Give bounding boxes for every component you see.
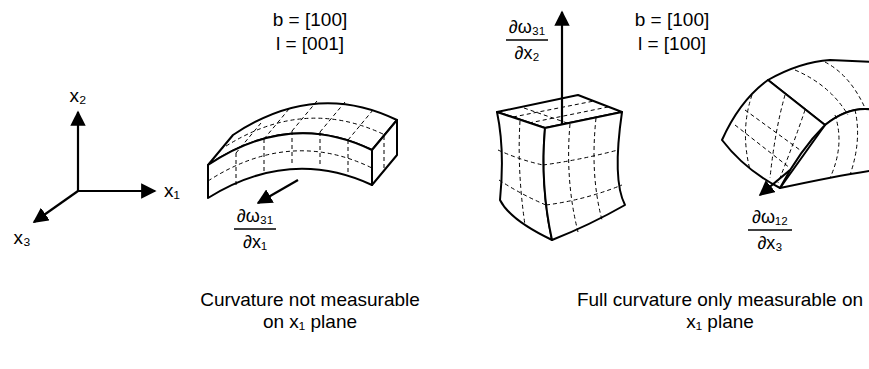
fraction-numerator: ∂ω₃₁ [509, 17, 545, 38]
fraction-denominator: ∂x₃ [757, 233, 782, 254]
fraction-denominator: ∂x₂ [515, 43, 540, 64]
axis-label: x₃ [13, 227, 30, 249]
fraction-numerator: ∂ω₁₂ [752, 207, 788, 228]
caption: Curvature not measurable on x₁ plane [188, 289, 433, 333]
axis-label: x₁ [164, 180, 180, 202]
curvature-arrow [258, 180, 298, 203]
caption: Full curvature only measurable on x₁ pla… [575, 289, 865, 333]
fraction-bar [234, 228, 276, 230]
line-direction: l = [001] [276, 33, 344, 55]
grid-lines [735, 62, 865, 183]
curvature-arrow [760, 170, 790, 195]
twisted-block [722, 60, 869, 188]
grid-lines [498, 101, 622, 232]
burgers-vector: b = [100] [635, 9, 709, 31]
line-direction: l = [100] [638, 33, 706, 55]
grid-lines [208, 101, 385, 186]
burgers-vector: b = [100] [273, 9, 347, 31]
fraction-bar [748, 229, 792, 231]
fraction-bar [506, 39, 548, 41]
fraction-numerator: ∂ω₃₁ [237, 206, 273, 227]
axis-label: x₂ [70, 85, 87, 107]
curvature-arrow [561, 12, 563, 124]
axes [34, 112, 155, 222]
fraction-denominator: ∂x₁ [243, 232, 267, 253]
bent-block [208, 103, 397, 198]
